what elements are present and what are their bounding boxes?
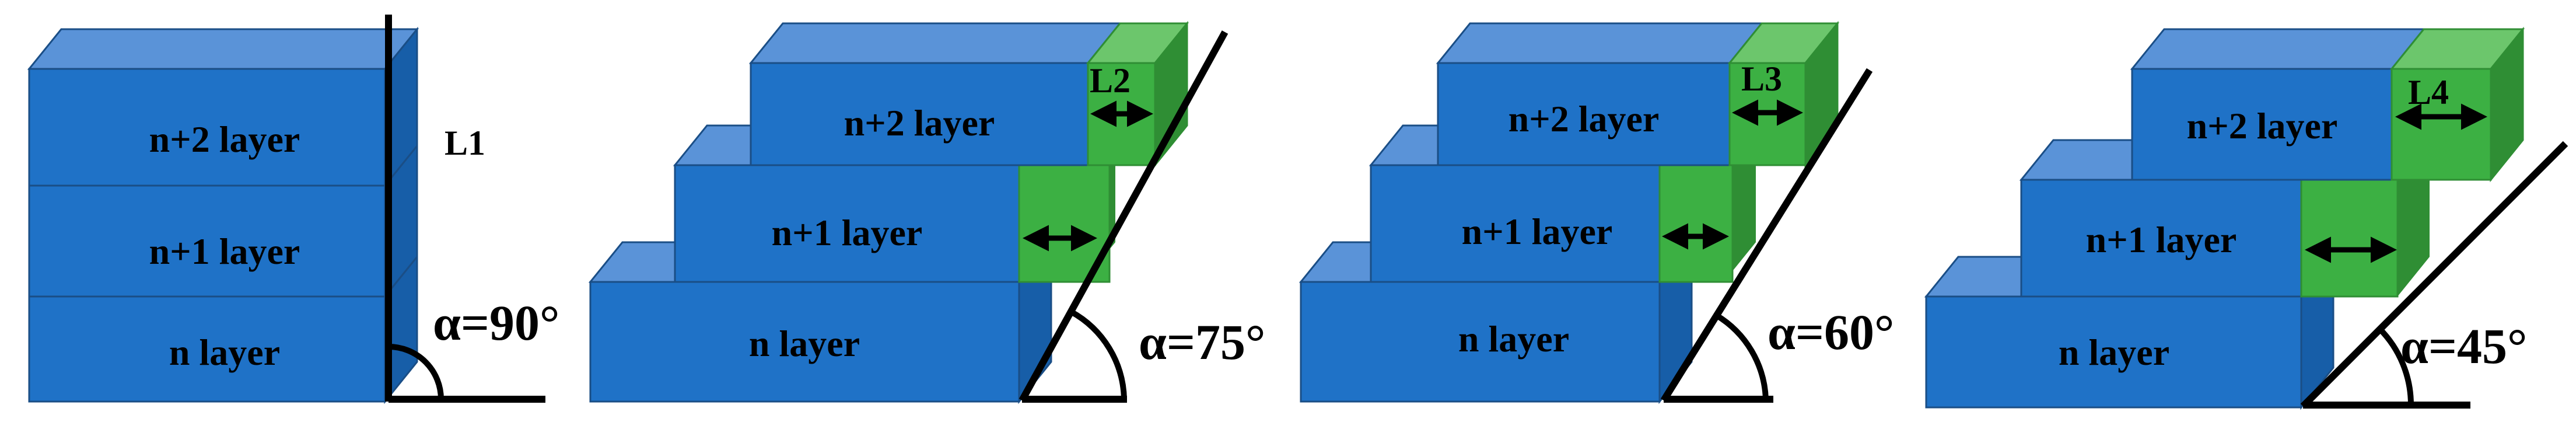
label-n1: n+1 layer — [772, 212, 923, 253]
angle-label: α=75° — [1139, 314, 1265, 370]
panel-60: n+2 layer n+1 layer n layer L3 α=60° — [1298, 20, 1894, 404]
label-n1: n+1 layer — [1462, 211, 1613, 252]
slope-line — [1660, 68, 1873, 403]
angle-label: α=60° — [1768, 304, 1894, 360]
panel-90: n+2 layer n+1 layer n layer L1 α=90° — [27, 15, 559, 404]
offset-label: L2 — [1090, 61, 1130, 100]
label-n1: n+1 layer — [149, 231, 300, 272]
green-offset-n2 — [1727, 20, 1840, 168]
angle-label: α=45° — [2400, 318, 2527, 374]
label-n2: n+2 layer — [2187, 105, 2338, 147]
label-n: n layer — [2059, 332, 2169, 373]
label-n2: n+2 layer — [844, 102, 995, 144]
angle-arc — [1714, 312, 1769, 400]
label-n2: n+2 layer — [149, 118, 300, 160]
label-n: n layer — [169, 332, 280, 373]
label-n: n layer — [749, 323, 860, 364]
offset-label: L1 — [444, 124, 485, 162]
green-offset-n2 — [2389, 26, 2525, 183]
layer-block-n2 — [748, 22, 1122, 166]
offset-label: L3 — [1741, 60, 1782, 98]
angle-arc — [1069, 309, 1127, 400]
slope-line — [2300, 141, 2568, 409]
label-n: n layer — [1458, 318, 1569, 360]
offset-label: L4 — [2408, 73, 2449, 111]
panel-75: n+2 layer n+1 layer n layer L2 α=75° — [588, 20, 1265, 404]
angle-arc — [2377, 326, 2414, 406]
angle-arc — [388, 344, 444, 400]
slope-line — [1019, 30, 1228, 402]
green-offset-n2 — [1086, 20, 1189, 168]
panel-45: n+2 layer n+1 layer n layer L4 α=45° — [1924, 26, 2568, 410]
layer-block-n2 — [1436, 22, 1764, 166]
angle-label: α=90° — [433, 295, 559, 351]
layer-block-n2 — [27, 26, 419, 189]
layer-block-n — [28, 254, 418, 404]
label-n1: n+1 layer — [2086, 219, 2237, 260]
layer-block-n2 — [2130, 28, 2426, 181]
label-n2: n+2 layer — [1508, 98, 1660, 139]
